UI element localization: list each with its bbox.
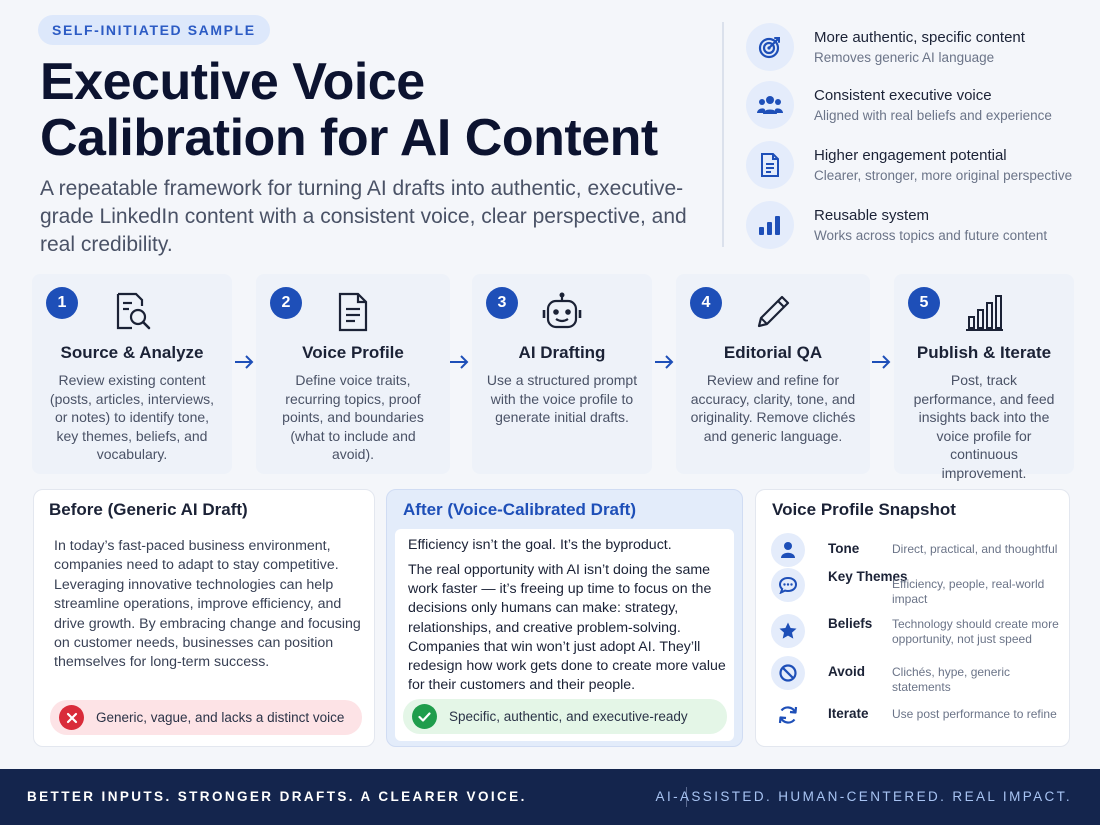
- step-title: Editorial QA: [723, 343, 823, 362]
- snapshot-row-key-themes: Key Themes Efficiency, people, real-worl…: [771, 568, 1061, 608]
- snapshot-label: Avoid: [828, 664, 865, 679]
- after-text: The real opportunity with AI isn’t doing…: [408, 562, 726, 694]
- refresh-icon: [771, 698, 805, 732]
- step-number: 1: [46, 287, 78, 319]
- snapshot-value: Use post performance to refine: [892, 707, 1057, 721]
- step-title: AI Drafting: [518, 343, 606, 362]
- snapshot-title: Voice Profile Snapshot: [772, 500, 956, 519]
- benefit-item: Higher engagement potential Clearer, str…: [746, 141, 1086, 191]
- check-circle-icon: [412, 704, 437, 729]
- arrow-right-icon: [235, 355, 254, 369]
- header-divider: [722, 22, 724, 247]
- after-draft-panel: Efficiency isn’t the goal. It’s the bypr…: [395, 529, 734, 741]
- page-subtitle: A repeatable framework for turning AI dr…: [40, 177, 687, 256]
- title-line-2: Calibration for AI Content: [40, 109, 658, 167]
- star-icon: [771, 614, 805, 648]
- voice-profile-snapshot-card: Voice Profile Snapshot Tone Direct, prac…: [755, 489, 1070, 747]
- before-verdict: Generic, vague, and lacks a distinct voi…: [50, 700, 362, 735]
- step-number: 5: [908, 287, 940, 319]
- snapshot-row-iterate: Iterate Use post performance to refine: [771, 698, 1061, 738]
- step-description: Post, track performance, and feed insigh…: [913, 372, 1055, 481]
- before-card: Before (Generic AI Draft) In today’s fas…: [33, 489, 375, 747]
- after-verdict-text: Specific, authentic, and executive-ready: [449, 709, 688, 724]
- step-title: Source & Analyze: [60, 343, 204, 362]
- arrow-right-icon: [872, 355, 891, 369]
- step-title: Voice Profile: [302, 343, 404, 362]
- block-icon: [771, 656, 805, 690]
- snapshot-value: Clichés, hype, generic statements: [892, 665, 1011, 694]
- sample-tag: SELF-INITIATED SAMPLE: [38, 15, 270, 45]
- benefit-title: Higher engagement potential: [814, 147, 1007, 164]
- snapshot-value: Efficiency, people, real-world impact: [892, 577, 1045, 606]
- document-icon: [338, 292, 368, 332]
- people-icon: [746, 81, 794, 129]
- after-title: After (Voice-Calibrated Draft): [403, 500, 636, 519]
- step-card: 5 Publish & Iterate Post, track performa…: [894, 274, 1074, 481]
- step-number: 2: [270, 287, 302, 319]
- benefit-item: More authentic, specific content Removes…: [746, 23, 1086, 73]
- step-card: 1 Source & Analyze Review existing conte…: [32, 274, 232, 474]
- document-icon: [746, 141, 794, 189]
- target-icon: [746, 23, 794, 71]
- person-icon: [771, 533, 805, 567]
- benefit-subtitle: Aligned with real beliefs and experience: [814, 108, 1052, 123]
- after-headline: Efficiency isn’t the goal. It’s the bypr…: [408, 537, 672, 553]
- arrow-right-icon: [450, 355, 469, 369]
- step-card: 3 AI Drafting Use a structured prompt wi…: [472, 274, 652, 474]
- benefit-title: Consistent executive voice: [814, 87, 992, 104]
- bar-chart-icon: [746, 201, 794, 249]
- step-description: Define voice traits, recurring topics, p…: [282, 372, 424, 462]
- step-card: 2 Voice Profile Define voice traits, rec…: [256, 274, 450, 474]
- snapshot-label: Tone: [828, 541, 860, 556]
- step-number: 3: [486, 287, 518, 319]
- benefit-subtitle: Clearer, stronger, more original perspec…: [814, 168, 1073, 183]
- before-verdict-text: Generic, vague, and lacks a distinct voi…: [96, 710, 345, 725]
- after-card: After (Voice-Calibrated Draft) Efficienc…: [386, 489, 743, 747]
- snapshot-row-avoid: Avoid Clichés, hype, generic statements: [771, 656, 1061, 696]
- snapshot-label: Key Themes: [828, 569, 908, 584]
- before-text: In today’s fast-paced business environme…: [54, 538, 361, 671]
- page-title: Executive Voice Calibration for AI Conte…: [40, 54, 720, 166]
- title-line-1: Executive Voice: [40, 53, 425, 111]
- snapshot-label: Beliefs: [828, 616, 873, 631]
- benefit-title: More authentic, specific content: [814, 29, 1025, 46]
- benefit-subtitle: Removes generic AI language: [814, 50, 995, 65]
- benefit-item: Consistent executive voice Aligned with …: [746, 81, 1086, 131]
- snapshot-row-beliefs: Beliefs Technology should create more op…: [771, 614, 1061, 654]
- footer-right-text: AI-ASSISTED. HUMAN-CENTERED. REAL IMPACT…: [655, 789, 1072, 804]
- bar-chart-icon: [966, 295, 1003, 331]
- pencil-icon: [757, 295, 790, 328]
- snapshot-value: Technology should create more opportunit…: [892, 617, 1059, 646]
- arrow-right-icon: [655, 355, 674, 369]
- snapshot-label: Iterate: [828, 706, 869, 721]
- after-verdict: Specific, authentic, and executive-ready: [403, 699, 727, 734]
- robot-icon: [542, 292, 582, 329]
- chat-icon: [771, 568, 805, 602]
- footer-divider: [686, 787, 687, 807]
- footer-banner: BETTER INPUTS. STRONGER DRAFTS. A CLEARE…: [0, 769, 1100, 825]
- step-description: Use a structured prompt with the voice p…: [486, 372, 638, 425]
- footer-left-text: BETTER INPUTS. STRONGER DRAFTS. A CLEARE…: [27, 789, 527, 804]
- step-title: Publish & Iterate: [916, 343, 1052, 362]
- snapshot-row-tone: Tone Direct, practical, and thoughtful: [771, 533, 1061, 573]
- x-circle-icon: [59, 705, 84, 730]
- benefit-item: Reusable system Works across topics and …: [746, 201, 1086, 251]
- step-card: 4 Editorial QA Review and refine for acc…: [676, 274, 870, 474]
- snapshot-value: Direct, practical, and thoughtful: [892, 542, 1058, 556]
- before-title: Before (Generic AI Draft): [49, 500, 248, 519]
- benefit-title: Reusable system: [814, 207, 930, 224]
- step-description: Review and refine for accuracy, clarity,…: [690, 372, 856, 444]
- search-document-icon: [116, 292, 151, 330]
- benefit-subtitle: Works across topics and future content: [814, 228, 1048, 243]
- step-number: 4: [690, 287, 722, 319]
- step-description: Review existing content (posts, articles…: [49, 372, 215, 462]
